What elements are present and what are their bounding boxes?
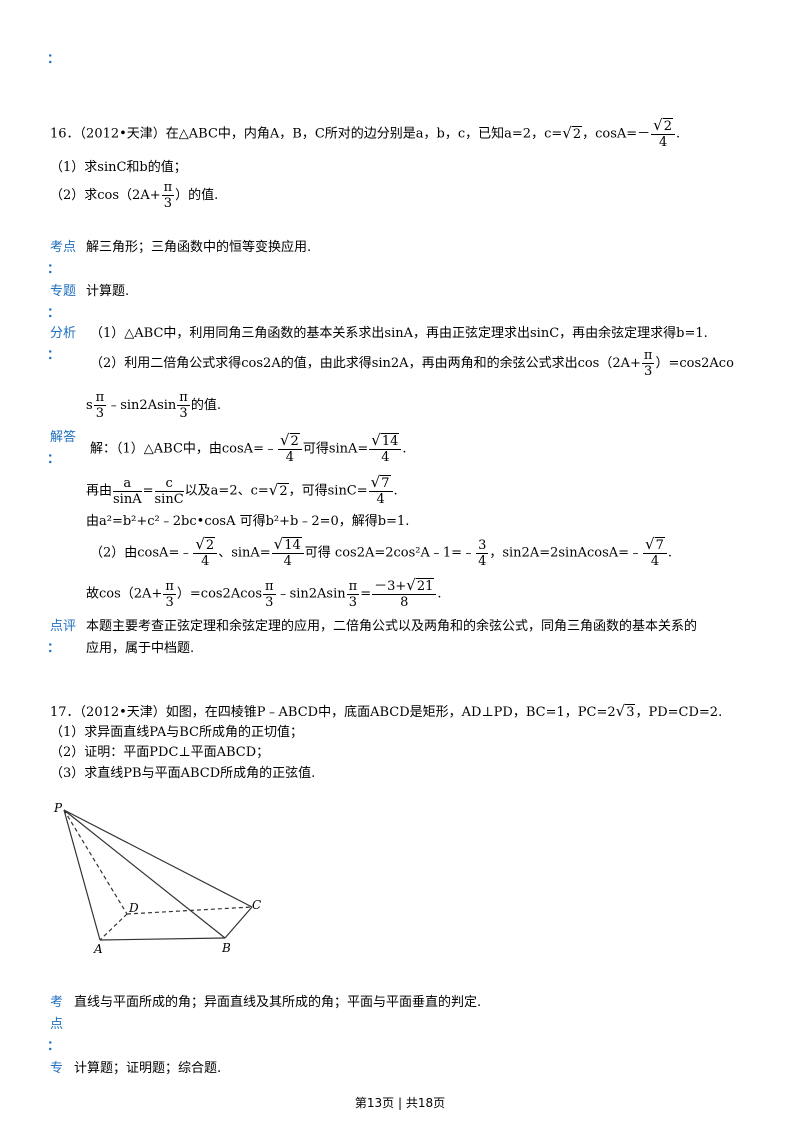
edge-PC bbox=[63, 809, 253, 908]
label-B: B bbox=[221, 941, 231, 955]
q17-part3: （3）求直线PB与平面ABCD所成角的正弦值. bbox=[50, 766, 316, 781]
colon: ： bbox=[47, 641, 61, 656]
label-P: P bbox=[53, 801, 63, 815]
dianping-line1: 本题主要考查正弦定理和余弦定理的应用，二倍角公式以及两角和的余弦公式，同角三角函… bbox=[86, 619, 698, 634]
label-kaodian: 考点 bbox=[50, 240, 77, 255]
q17-kaodian-text: 直线与平面所成的角；异面直线及其所成的角；平面与平面垂直的判定. bbox=[74, 995, 482, 1010]
colon: ： bbox=[47, 306, 61, 321]
label-jieda: 解答 bbox=[50, 430, 77, 445]
jie-line3: 由a²=b²+c²﹣2bc•cosA 可得b²+b﹣2=0，解得b=1. bbox=[86, 514, 410, 529]
sqrt-3: √3 bbox=[615, 702, 636, 720]
colon: ： bbox=[47, 452, 61, 467]
sqrt-2: √2 bbox=[562, 123, 583, 142]
label-dian: 点 bbox=[50, 1017, 64, 1032]
edge-PA bbox=[63, 809, 101, 941]
colon: ： bbox=[47, 1039, 61, 1054]
colon: ： bbox=[47, 348, 61, 363]
zhuanti-text: 计算题. bbox=[86, 284, 130, 299]
q16-stem: 16．（2012•天津）在△ABC中，内角A，B，C所对的边分别是a，b，c，已… bbox=[50, 116, 681, 151]
top-colon: ： bbox=[47, 52, 61, 67]
sqrt-2: √2 bbox=[268, 480, 289, 499]
label-zhuan: 专 bbox=[50, 1061, 64, 1076]
q17-stem: 17．（2012•天津）如图，在四棱锥P﹣ABCD中，底面ABCD是矩形，AD⊥… bbox=[50, 702, 723, 720]
edge-PD bbox=[63, 809, 128, 915]
pyramid-figure: P D C A B bbox=[53, 801, 261, 956]
q17-zhuanti-text: 计算题；证明题；综合题. bbox=[74, 1061, 222, 1076]
page-footer: 第13页 | 共18页 bbox=[354, 1096, 446, 1110]
edge-DA bbox=[99, 913, 128, 941]
label-D: D bbox=[128, 901, 139, 915]
q16-part1: （1）求sinC和b的值； bbox=[50, 160, 187, 175]
edge-PB bbox=[63, 809, 226, 939]
label-C: C bbox=[252, 898, 261, 912]
q17-part1: （1）求异面直线PA与BC所成角的正切值； bbox=[50, 725, 303, 740]
label-A: A bbox=[93, 942, 103, 956]
colon: ： bbox=[47, 262, 61, 277]
fenxi-line2: （2）利用二倍角公式求得cos2A的值，由此求得sin2A，再由两角和的余弦公式… bbox=[90, 348, 734, 379]
edge-AB bbox=[99, 937, 226, 941]
q16-stem-text: 16．（2012•天津）在△ABC中，内角A，B，C所对的边分别是a，b，c，已… bbox=[50, 126, 563, 142]
q16-stem-mid: ，cosA=－ bbox=[582, 126, 651, 142]
fenxi-line1: （1）△ABC中，利用同角三角函数的基本关系求出sinA，再由正弦定理求出sin… bbox=[90, 326, 708, 341]
kaodian-text: 解三角形；三角函数中的恒等变换应用. bbox=[86, 240, 312, 255]
q17-part2: （2）证明：平面PDC⊥平面ABCD； bbox=[50, 745, 270, 760]
label-zhuanti: 专题 bbox=[50, 284, 77, 299]
dianping-line2: 应用，属于中档题. bbox=[86, 641, 195, 656]
label-kao: 考 bbox=[50, 995, 64, 1010]
label-dianping: 点评 bbox=[50, 619, 77, 634]
label-fenxi: 分析 bbox=[50, 326, 77, 341]
edge-BC bbox=[224, 906, 253, 939]
